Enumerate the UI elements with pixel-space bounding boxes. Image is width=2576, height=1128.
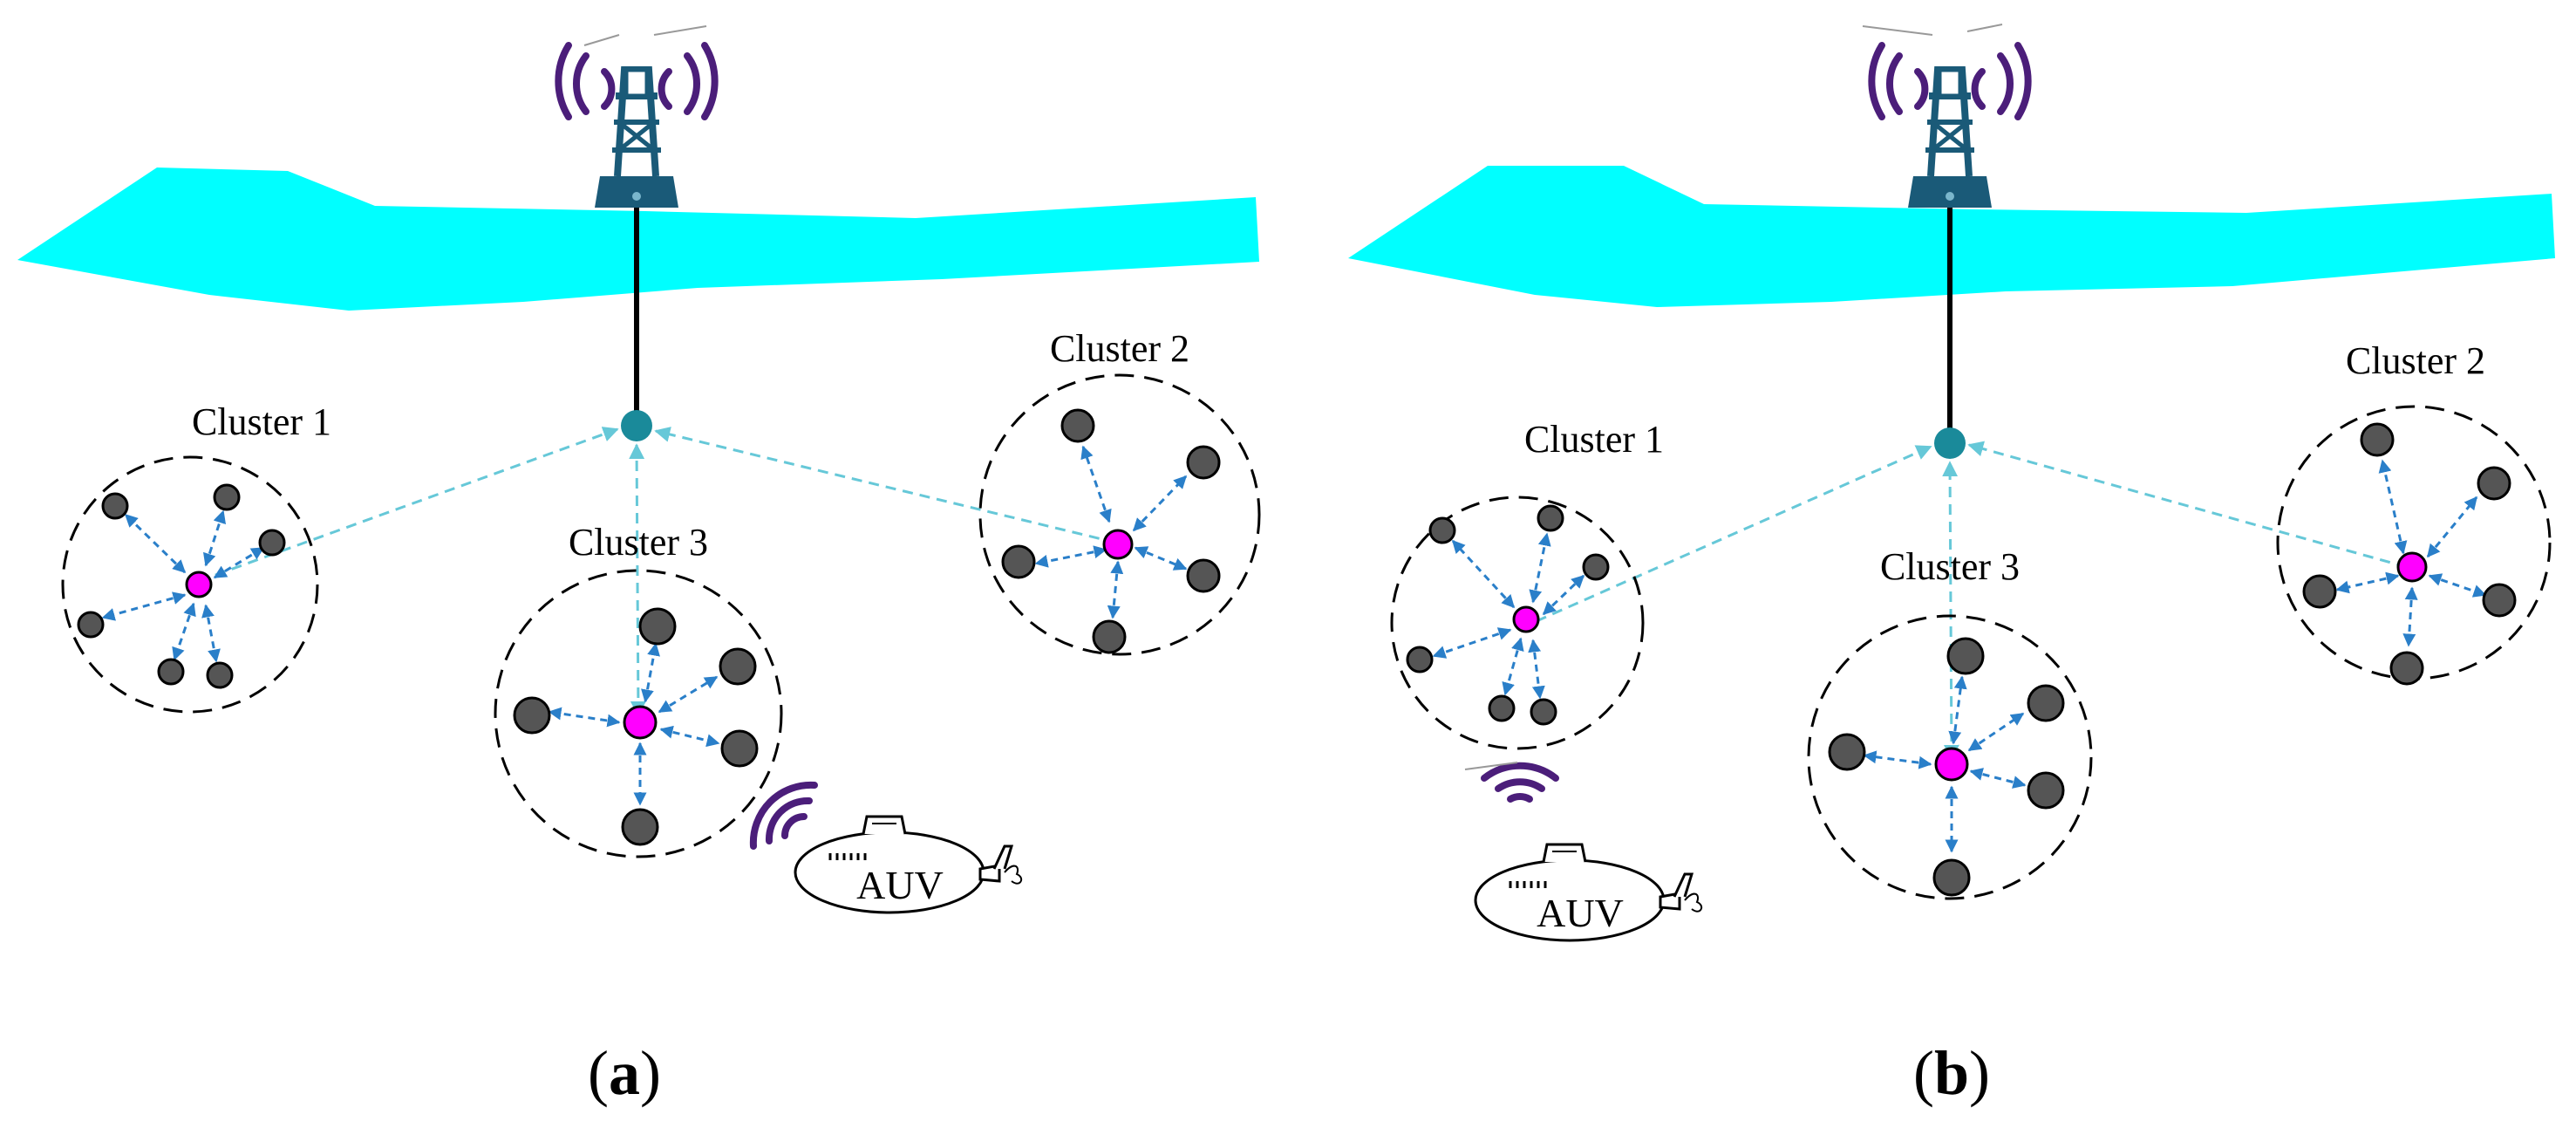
member-node <box>1488 694 1516 722</box>
tower-icon <box>583 25 707 208</box>
sink-node <box>1934 427 1966 459</box>
cluster-boundary <box>978 373 1261 656</box>
member-node <box>1537 504 1564 532</box>
auv-label: AUV <box>856 863 944 907</box>
cluster-head <box>1934 747 1969 782</box>
member-node <box>1932 858 1971 897</box>
member-node <box>157 658 185 686</box>
member-node <box>621 808 659 846</box>
signal-wave-icon <box>1868 42 2032 120</box>
member-node <box>2027 684 2065 722</box>
cluster-label: Cluster 3 <box>1880 545 2020 588</box>
member-node <box>719 647 757 686</box>
member-node <box>2389 651 2424 686</box>
member-node <box>206 661 234 689</box>
member-node <box>1092 619 1127 654</box>
uplink-cluster1 <box>1536 445 1932 623</box>
uplink-cluster1 <box>198 427 619 583</box>
member-node <box>77 611 105 639</box>
cluster-head <box>1512 605 1540 633</box>
cluster-label: Cluster 1 <box>192 400 331 443</box>
cluster-boundary <box>61 455 319 714</box>
cluster-2: Cluster 2 <box>978 327 1261 656</box>
panel-a: Cluster 1 Clus <box>17 25 1261 1108</box>
signal-wave-icon <box>555 42 719 120</box>
member-node <box>2302 574 2337 609</box>
member-node <box>1530 698 1557 726</box>
member-node <box>1946 637 1985 675</box>
tower-icon <box>1862 24 2003 208</box>
auv-label: AUV <box>1537 891 1624 935</box>
member-node <box>2477 466 2511 501</box>
member-node <box>1060 408 1095 443</box>
cluster-boundary <box>494 569 783 858</box>
cluster-boundary <box>1390 496 1645 750</box>
cluster-boundary <box>1807 614 2093 900</box>
member-node <box>1406 646 1434 673</box>
member-node <box>638 607 677 646</box>
member-node <box>2482 583 2517 618</box>
cluster-head <box>623 705 658 740</box>
member-node <box>1001 544 1036 579</box>
cluster-2: Cluster 2 <box>2276 339 2552 686</box>
cluster-label: Cluster 2 <box>1050 327 1189 370</box>
uplink-cluster3 <box>629 443 646 717</box>
member-node <box>513 696 551 735</box>
panel-caption: (b) <box>1913 1038 1990 1108</box>
member-node <box>101 492 129 520</box>
member-node <box>258 529 286 557</box>
cluster-label: Cluster 1 <box>1524 418 1664 461</box>
cluster-label: Cluster 2 <box>2346 339 2485 382</box>
member-node <box>1186 445 1221 480</box>
cluster-3: Cluster 3 <box>494 521 783 858</box>
sink-node <box>621 410 652 441</box>
cluster-head <box>1102 529 1134 560</box>
member-node <box>720 729 759 768</box>
cluster-head <box>185 571 213 598</box>
member-node <box>1582 553 1610 581</box>
member-node <box>1186 558 1221 593</box>
panel-b: Cluster 1 Clus <box>1348 24 2555 1108</box>
member-node <box>1428 516 1456 544</box>
uplink-cluster2 <box>1967 441 2408 569</box>
cluster-3: Cluster 3 <box>1807 545 2093 900</box>
member-node <box>1828 733 1866 771</box>
auv-submarine-icon: AUV <box>1464 762 1703 942</box>
uplink-cluster2 <box>654 427 1117 544</box>
cluster-label: Cluster 3 <box>569 521 708 564</box>
member-node <box>213 483 241 511</box>
member-node <box>2027 771 2065 810</box>
cluster-head <box>2396 551 2428 583</box>
member-node <box>2360 422 2395 457</box>
cluster-1: Cluster 1 <box>61 400 331 714</box>
panel-caption: (a) <box>588 1038 661 1108</box>
uplink-cluster3 <box>1942 461 1959 761</box>
auv-submarine-icon: AUV <box>749 781 1023 914</box>
cluster-1: Cluster 1 <box>1390 418 1664 750</box>
